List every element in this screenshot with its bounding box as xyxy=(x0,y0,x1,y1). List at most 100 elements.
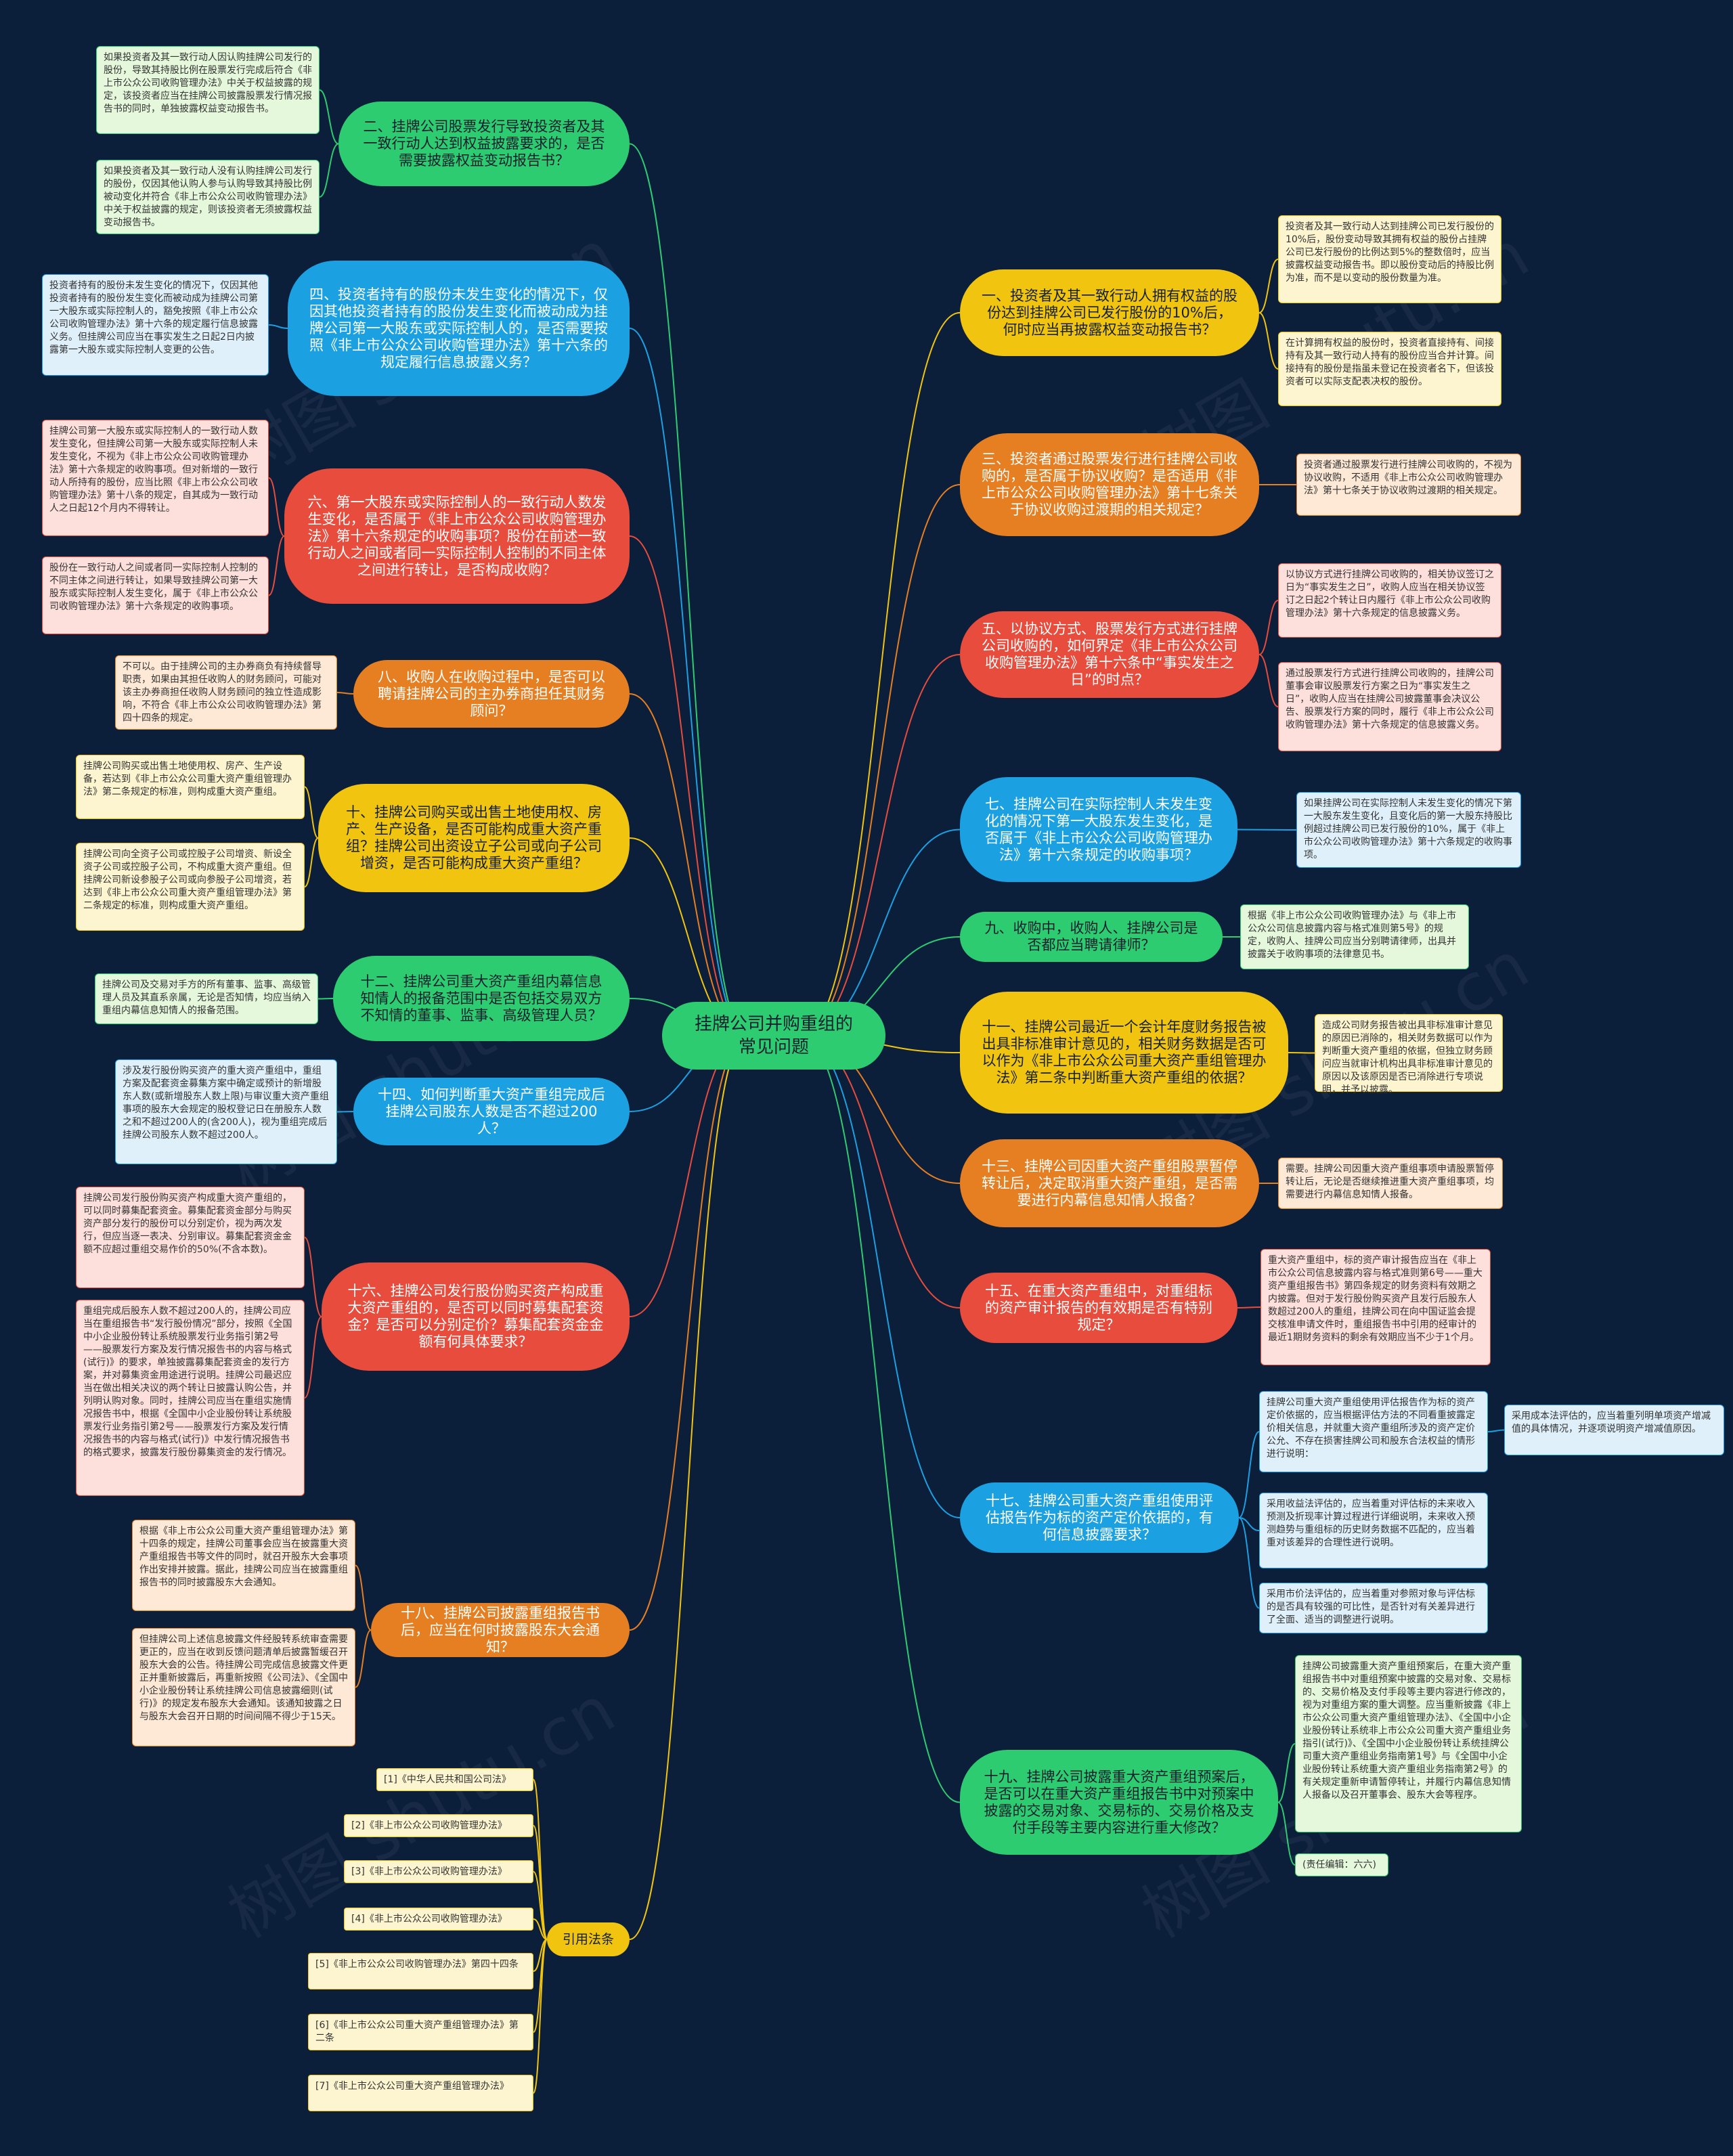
topic-right-1[interactable]: 一、投资者及其一致行动人拥有权益的股份达到挂牌公司已发行股份的10%后，何时应当… xyxy=(960,269,1259,356)
topic-right-17[interactable]: 十七、挂牌公司重大资产重组使用评估报告作为标的资产定价依据的，有何信息披露要求？ xyxy=(960,1482,1239,1553)
note-link xyxy=(1237,829,1297,831)
note: 挂牌公司及交易对手方的所有董事、监事、高级管理人员及其直系亲属，无论是否知情，均… xyxy=(95,973,318,1024)
note-link xyxy=(304,1316,322,1399)
note-link xyxy=(1238,1431,1260,1518)
note: 根据《非上市公众公司收购管理办法》与《非上市公众公司信息披露内容与格式准则第5号… xyxy=(1240,904,1469,969)
reference-item: [7]《非上市公众公司重大资产重组管理办法》 xyxy=(308,2075,533,2111)
note-link xyxy=(336,692,354,695)
note-link xyxy=(319,143,339,198)
note-link xyxy=(1238,1517,1260,1609)
root-link xyxy=(629,1035,747,1940)
root-topic[interactable]: 挂牌公司并购重组的常见问题 xyxy=(662,1002,885,1070)
note: 挂牌公司披露重大资产重组预案后，在重大资产重组报告书中对重组预案中披露的交易对象… xyxy=(1295,1655,1522,1832)
reference-item: [4]《非上市公众公司收购管理办法》 xyxy=(344,1908,533,1931)
topic-left-4[interactable]: 四、投资者持有的股份未发生变化的情况下，仅因其他投资者持有的股份发生变化而被动成… xyxy=(288,261,630,396)
note-link xyxy=(355,1629,372,1688)
note: 通过股票发行方式进行挂牌公司收购的，挂牌公司董事会审议股票发行方案之日为“事实发… xyxy=(1278,662,1501,751)
note-link xyxy=(268,535,285,596)
root-link xyxy=(800,484,961,1036)
note: 挂牌公司购买或出售土地使用权、房产、生产设备，若达到《非上市公众公司重大资产重组… xyxy=(76,755,305,819)
note-link xyxy=(533,1871,548,1940)
note: 挂牌公司向全资子公司或控股子公司增资、新设全资子公司或控股子公司，不构成重大资产… xyxy=(76,843,305,931)
note: (责任编辑：六六) xyxy=(1295,1853,1388,1876)
note: 挂牌公司重大资产重组使用评估报告作为标的资产定价依据的，应当根据评估方法的不同看… xyxy=(1259,1391,1488,1472)
topic-references[interactable]: 引用法条 xyxy=(547,1922,630,1956)
note: 但挂牌公司上述信息披露文件经股转系统审查需要更正的，应当在收到反馈问题清单后披露… xyxy=(132,1628,355,1746)
note: 不可以。由于挂牌公司的主办券商负有持续督导职责，如果由其担任收购人的财务顾问，可… xyxy=(115,655,337,730)
note: 涉及发行股份购买资产的重大资产重组中，重组方案及配套资金募集方案中确定或预计的新… xyxy=(115,1059,337,1164)
root-link xyxy=(800,312,961,1036)
note-link xyxy=(1258,312,1279,370)
note: 如果挂牌公司在实际控制人未发生变化的情况下第一大股东发生变化，且变化后的第一大股… xyxy=(1296,792,1521,868)
root-link xyxy=(629,328,747,1036)
note-link xyxy=(1487,1429,1505,1432)
topic-left-8[interactable]: 八、收购人在收购过程中，是否可以聘请挂牌公司的主办券商担任其财务顾问？ xyxy=(353,660,630,728)
root-link xyxy=(800,1035,961,1518)
topic-right-3[interactable]: 三、投资者通过股票发行进行挂牌公司收购的，是否属于协议收购？是否适用《非上市公众… xyxy=(960,433,1259,536)
note: 如果投资者及其一致行动人因认购挂牌公司发行的股份，导致其持股比例在股票发行完成后… xyxy=(96,46,320,134)
note: 股份在一致行动人之间或者同一实际控制人控制的不同主体之间进行转让，如果导致挂牌公… xyxy=(42,556,269,634)
note-link xyxy=(304,786,319,839)
reference-item: [1]《中华人民共和国公司法》 xyxy=(376,1768,533,1791)
note-link xyxy=(533,1918,548,1940)
note: 投资者及其一致行动人达到挂牌公司已发行股份的10%后，股份变动导致其拥有权益的股… xyxy=(1278,215,1501,303)
note: 重组完成后股东人数不超过200人的，挂牌公司应当在重组报告书“发行股份情况”部分… xyxy=(76,1300,305,1496)
note: 挂牌公司发行股份购买资产构成重大资产重组的，可以同时募集配套资金。募集配套资金部… xyxy=(76,1187,305,1288)
note-link xyxy=(1258,259,1279,313)
note-link xyxy=(268,324,288,329)
reference-item: [2]《非上市公众公司收购管理办法》 xyxy=(344,1814,533,1837)
root-link xyxy=(800,1035,961,1803)
note: 投资者持有的股份未发生变化的情况下，仅因其他投资者持有的股份发生变化而被动成为挂… xyxy=(42,274,269,376)
topic-left-10[interactable]: 十、挂牌公司购买或出售土地使用权、房产、生产设备，是否可能构成重大资产重组？挂牌… xyxy=(318,784,630,892)
note: 采用成本法评估的，应当着重列明单项资产增减值的具体情况，并逐项说明资产增减值原因… xyxy=(1504,1405,1724,1455)
note-link xyxy=(1258,600,1279,655)
note: 如果投资者及其一致行动人没有认购挂牌公司发行的股份，仅因其他认购人参与认购导致其… xyxy=(96,160,320,234)
topic-right-5[interactable]: 五、以协议方式、股票发行方式进行挂牌公司收购的，如何界定《非上市公众公司收购管理… xyxy=(960,611,1259,698)
note: 采用市价法评估的，应当着重对参照对象与评估标的是否具有较强的可比性，是否针对有关… xyxy=(1259,1583,1488,1633)
reference-item: [3]《非上市公众公司收购管理办法》 xyxy=(344,1860,533,1883)
reference-item: [5]《非上市公众公司收购管理办法》第四十四条 xyxy=(308,1953,533,1989)
topic-right-15[interactable]: 十五、在重大资产重组中，对重组标的资产审计报告的有效期是否有特别规定？ xyxy=(960,1273,1237,1343)
note-link xyxy=(1277,1801,1296,1866)
note: 采用收益法评估的，应当着重对评估标的未来收入预测及折现率计算过程进行详细说明，未… xyxy=(1259,1493,1488,1568)
topic-right-9[interactable]: 九、收购中，收购人、挂牌公司是否都应当聘请律师？ xyxy=(960,912,1223,962)
note-link xyxy=(533,1825,548,1940)
note: 在计算拥有权益的股份时，投资者直接持有、间接持有及其一致行动人持有的股份应当合并… xyxy=(1278,332,1501,406)
note-link xyxy=(304,837,319,887)
root-link xyxy=(629,1035,747,1631)
reference-item: [6]《非上市公众公司重大资产重组管理办法》第二条 xyxy=(308,2014,533,2050)
topic-left-2[interactable]: 二、挂牌公司股票发行导致投资者及其一致行动人达到权益披露要求的，是否需要披露权益… xyxy=(338,102,630,186)
root-link xyxy=(800,1035,961,1308)
note-link xyxy=(317,998,334,1000)
topic-right-11[interactable]: 十一、挂牌公司最近一个会计年度财务报告被出具非标准审计意见的，相关财务数据是否可… xyxy=(960,992,1288,1114)
note-link xyxy=(1258,654,1279,707)
note: 根据《非上市公众公司重大资产重组管理办法》第十四条的规定，挂牌公司董事会应当在披… xyxy=(132,1520,355,1611)
note: 以协议方式进行挂牌公司收购的，相关协议签订之日为“事实发生之日”，收购人应当在相… xyxy=(1278,563,1501,638)
note-link xyxy=(533,1939,548,2094)
topic-right-13[interactable]: 十三、挂牌公司因重大资产重组股票暂停转让后，决定取消重大资产重组，是否需要进行内… xyxy=(960,1139,1259,1227)
topic-right-19[interactable]: 十九、挂牌公司披露重大资产重组预案后，是否可以在重大资产重组报告书中对预案中披露… xyxy=(960,1750,1278,1855)
topic-left-18[interactable]: 十八、挂牌公司披露重组报告书后，应当在何时披露股东大会通知？ xyxy=(371,1603,630,1657)
note: 造成公司财务报告被出具非标准审计意见的原因已消除的，相关财务数据可以作为判断重大… xyxy=(1315,1014,1503,1095)
note: 重大资产重组中，标的资产审计报告应当在《非上市公众公司信息披露内容与格式准则第6… xyxy=(1260,1249,1491,1365)
root-link xyxy=(629,143,747,1036)
note: 挂牌公司第一大股东或实际控制人的一致行动人数发生变化，但挂牌公司第一大股东或实际… xyxy=(42,420,269,536)
note: 需要。挂牌公司因重大资产重组事项申请股票暂停转让后，无论是否继续推进重大资产重组… xyxy=(1278,1158,1503,1209)
note-link xyxy=(1237,1306,1261,1308)
root-link xyxy=(629,535,747,1036)
note: 投资者通过股票发行进行挂牌公司收购的，不视为协议收购，不适用《非上市公众公司收购… xyxy=(1296,454,1521,516)
note-link xyxy=(319,89,339,145)
topic-left-14[interactable]: 十四、如何判断重大资产重组完成后挂牌公司股东人数是否不超过200人？ xyxy=(353,1078,630,1145)
note-link xyxy=(533,1779,548,1940)
topic-left-6[interactable]: 六、第一大股东或实际控制人的一致行动人数发生变化，是否属于《非上市公众公司收购管… xyxy=(284,468,630,604)
note-link xyxy=(304,1237,322,1317)
root-link xyxy=(629,693,747,1036)
note-link xyxy=(268,477,285,537)
note-link xyxy=(355,1564,372,1631)
topic-left-12[interactable]: 十二、挂牌公司重大资产重组内幕信息知情人的报备范围中是否包括交易双方不知情的董事… xyxy=(333,956,630,1041)
note-link xyxy=(1238,1517,1260,1531)
root-link xyxy=(629,1035,747,1317)
topic-left-16[interactable]: 十六、挂牌公司发行股份购买资产构成重大资产重组的，是否可以同时募集配套资金？是否… xyxy=(322,1262,630,1371)
topic-right-7[interactable]: 七、挂牌公司在实际控制人未发生变化的情况下第一大股东发生变化，是否属于《非上市公… xyxy=(960,777,1237,882)
note-link xyxy=(1277,1743,1296,1803)
